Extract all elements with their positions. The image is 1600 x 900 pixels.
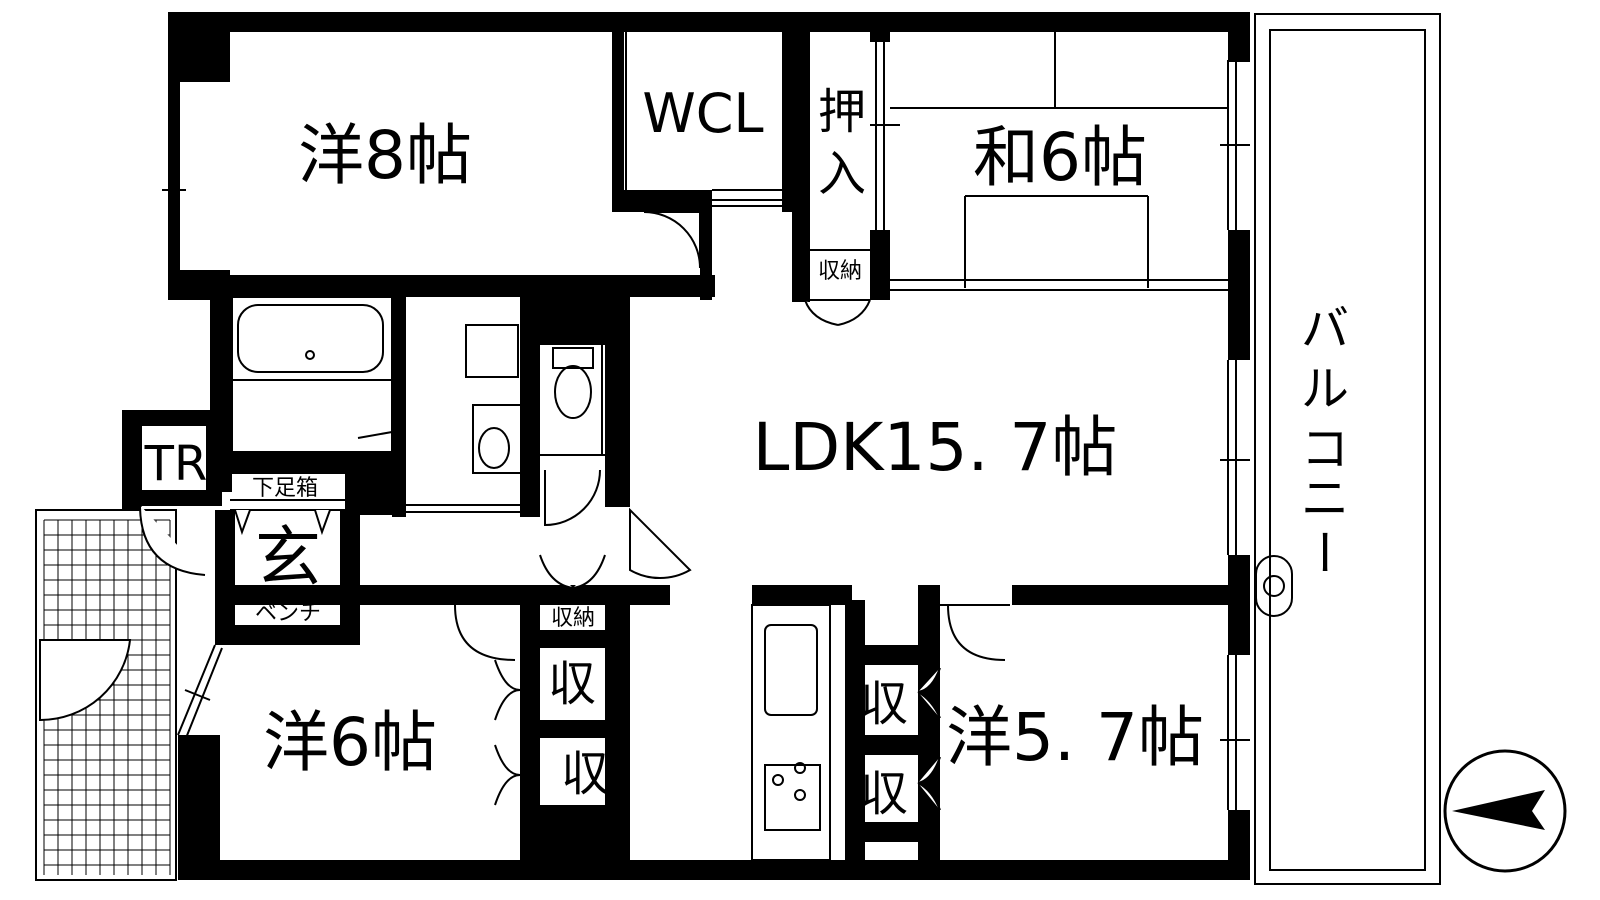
room-label-trunk-room: TR [144,436,208,492]
room-label-oshiire-top: 押 [818,84,866,140]
balcony-label-1: バ [1301,301,1349,357]
balcony-area [1254,13,1441,885]
fixtures [305,350,1293,801]
room-label-western-8: 洋8帖 [298,117,472,194]
balcony-label-2: ル [1301,361,1349,417]
room-label-entrance: 玄 [255,519,321,596]
room-label-western-6: 洋6帖 [263,704,437,781]
label-closet-4: 収 [860,766,908,822]
room-label-oshiire-bottom: 入 [818,146,866,202]
door-swings [139,211,1006,811]
label-closet-2: 収 [561,746,609,802]
label-storage-hall: 収納 [551,606,595,631]
porch-door [39,639,132,722]
room-label-ldk: LDK15. 7帖 [753,409,1118,486]
room-label-storage-small: 収納 [818,259,862,284]
balcony-label-3: コ [1301,421,1349,477]
balcony-label-4: ニ [1301,471,1349,527]
label-bench: ベンチ [255,601,321,626]
room-label-western-5-7: 洋5. 7帖 [946,699,1204,776]
walls [122,12,1250,880]
room-label-wcl: WCL [642,82,763,145]
north-arrow-icon [1443,749,1567,873]
balcony-label-5: ー [1295,528,1351,576]
label-shoe-box: 下足箱 [252,476,318,501]
label-closet-3: 収 [860,676,908,732]
label-closet-1: 収 [548,656,596,712]
room-label-japanese-6: 和6帖 [973,119,1147,196]
thin-lines [162,32,1250,861]
